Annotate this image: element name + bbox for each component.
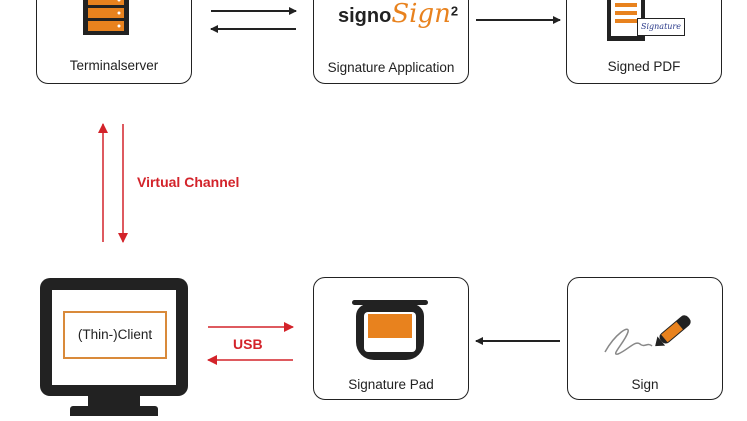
signature-stamp: Signature [637,18,685,36]
node-terminalserver: Terminalserver [36,0,192,84]
signature-pad-icon [352,300,428,360]
virtual-channel-label: Virtual Channel [137,174,240,190]
pen-signature-icon [604,315,691,355]
node-signature-pad: Signature Pad [313,277,469,400]
node-sign: Sign [567,277,723,400]
terminalserver-label: Terminalserver [69,58,159,73]
signed-pdf-label: Signed PDF [607,59,681,74]
server-icon [83,0,129,35]
signature-pad-label: Signature Pad [348,377,434,392]
usb-label: USB [233,336,263,352]
node-signature-application: signoSign2 Signature Application [313,0,469,84]
thin-client-label: (Thin-)Client [63,311,167,359]
sign-label: Sign [631,377,659,392]
signature-application-label: Signature Application [327,60,455,75]
node-signed-pdf: Signature Signed PDF [566,0,722,84]
signosign-logo: signoSign2 [338,0,459,29]
